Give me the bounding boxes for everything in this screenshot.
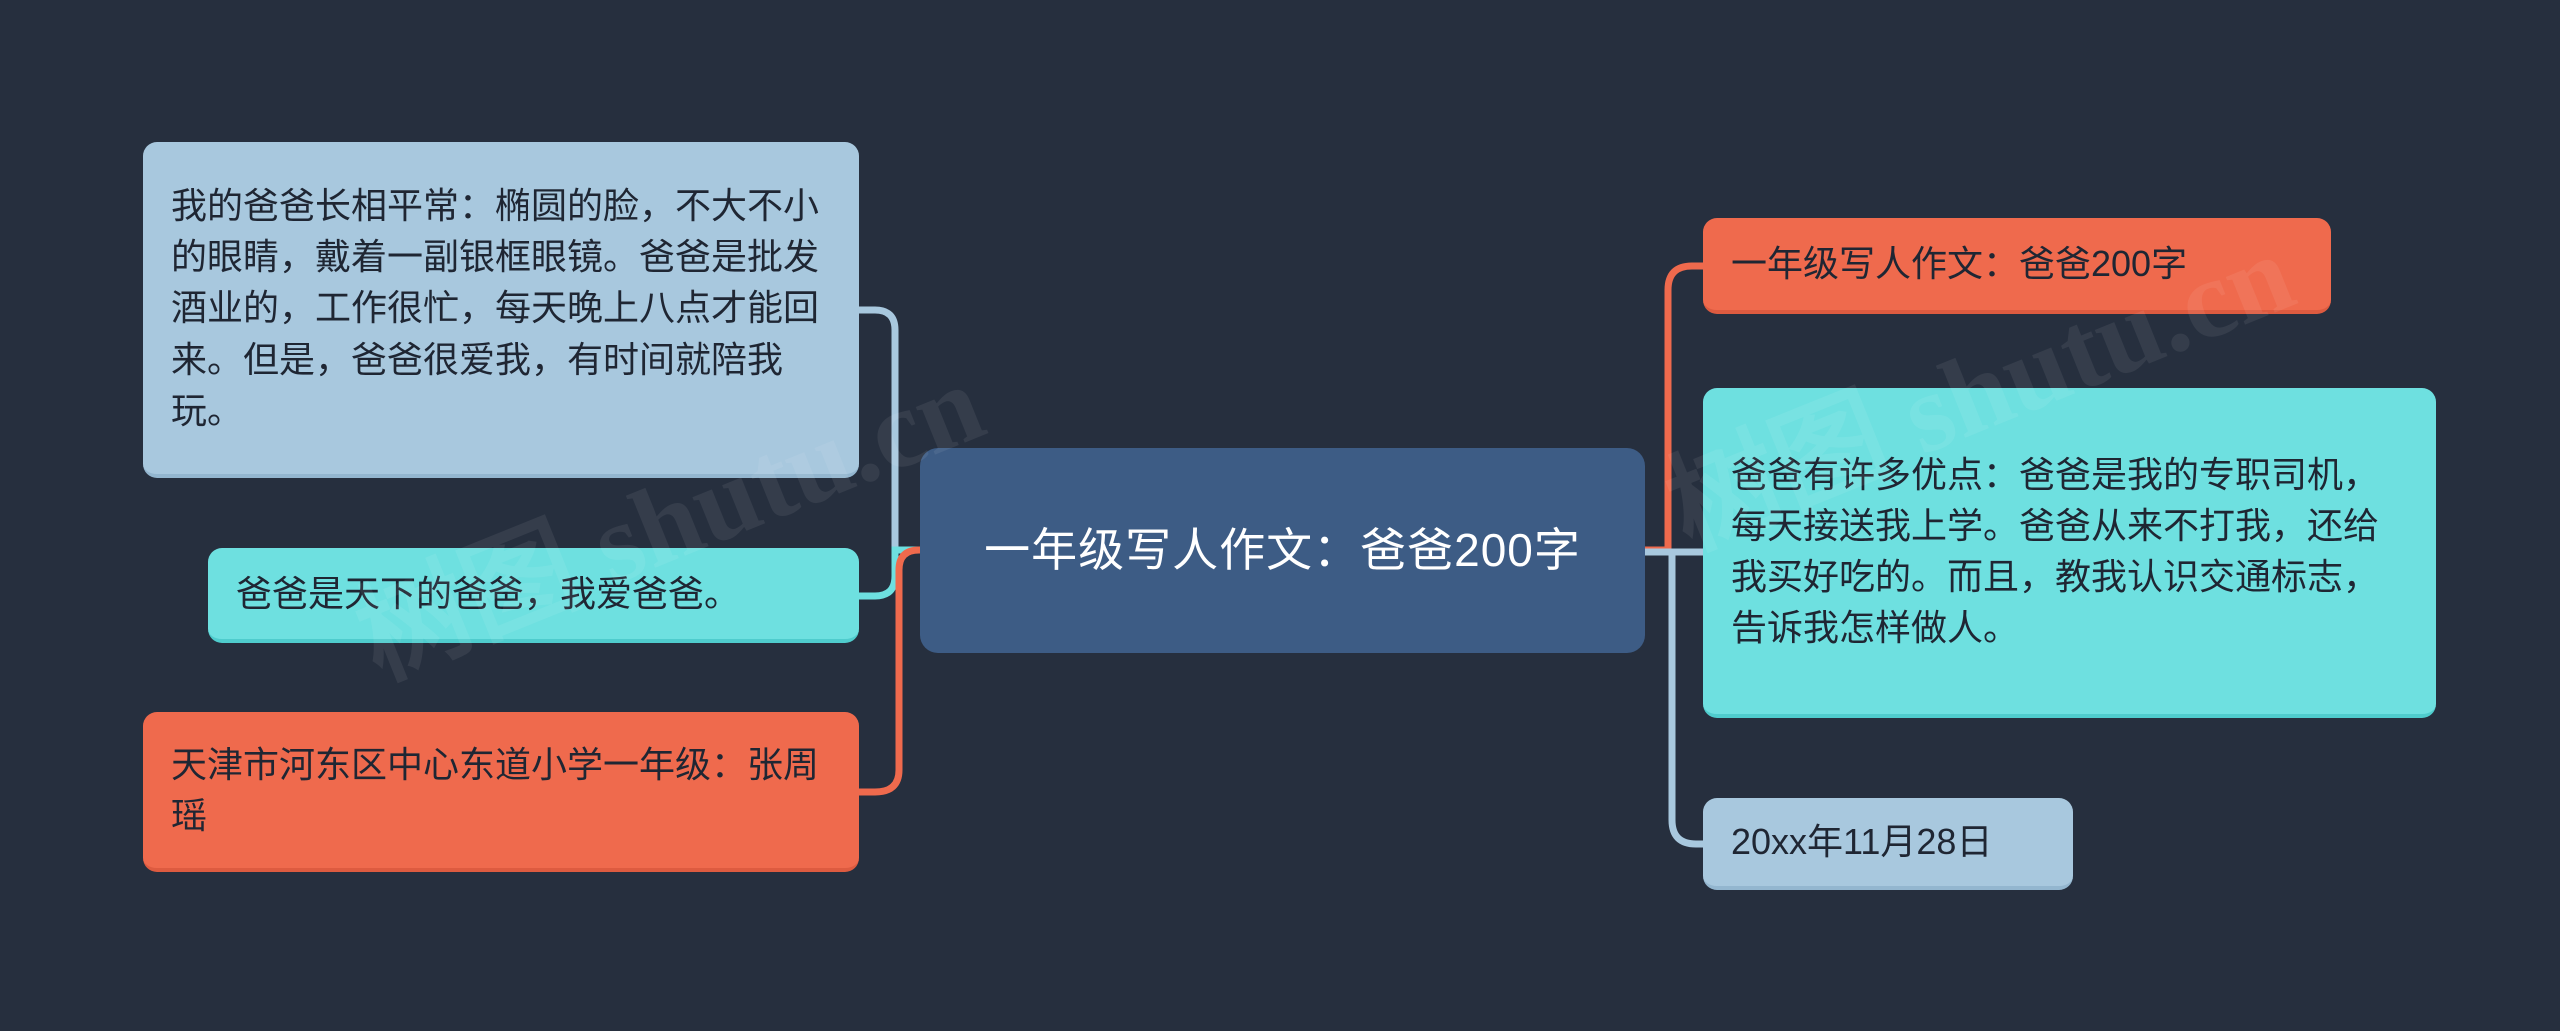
mindmap-root-label: 一年级写人作文：爸爸200字 xyxy=(984,523,1581,576)
mindmap-node-author-label: 天津市河东区中心东道小学一年级：张周瑶 xyxy=(171,743,820,836)
mindmap-node-love[interactable]: 爸爸是天下的爸爸，我爱爸爸。 xyxy=(208,548,859,643)
link-author xyxy=(855,546,924,796)
link-appearance xyxy=(855,306,924,554)
mindmap-node-appearance-label: 我的爸爸长相平常：椭圆的脸，不大不小的眼睛，戴着一副银框眼镜。爸爸是批发酒业的，… xyxy=(171,185,820,431)
mindmap-root-node[interactable]: 一年级写人作文：爸爸200字 xyxy=(920,448,1645,653)
link-date xyxy=(1641,548,1707,848)
mindmap-node-merits-label: 爸爸有许多优点：爸爸是我的专职司机，每天接送我上学。爸爸从来不打我，还给我买好吃… xyxy=(1731,453,2380,649)
mindmap-node-title-right[interactable]: 一年级写人作文：爸爸200字 xyxy=(1703,218,2331,314)
link-love xyxy=(855,546,924,600)
mindmap-node-date[interactable]: 20xx年11月28日 xyxy=(1703,798,2073,890)
mindmap-node-title-right-label: 一年级写人作文：爸爸200字 xyxy=(1731,243,2188,285)
mindmap-node-love-label: 爸爸是天下的爸爸，我爱爸爸。 xyxy=(236,572,741,614)
mindmap-node-date-label: 20xx年11月28日 xyxy=(1731,821,1993,863)
mindmap-node-merits[interactable]: 爸爸有许多优点：爸爸是我的专职司机，每天接送我上学。爸爸从来不打我，还给我买好吃… xyxy=(1703,388,2436,718)
link-title-right xyxy=(1641,262,1707,554)
mindmap-node-appearance[interactable]: 我的爸爸长相平常：椭圆的脸，不大不小的眼睛，戴着一副银框眼镜。爸爸是批发酒业的，… xyxy=(143,142,859,478)
mindmap-node-author[interactable]: 天津市河东区中心东道小学一年级：张周瑶 xyxy=(143,712,859,872)
